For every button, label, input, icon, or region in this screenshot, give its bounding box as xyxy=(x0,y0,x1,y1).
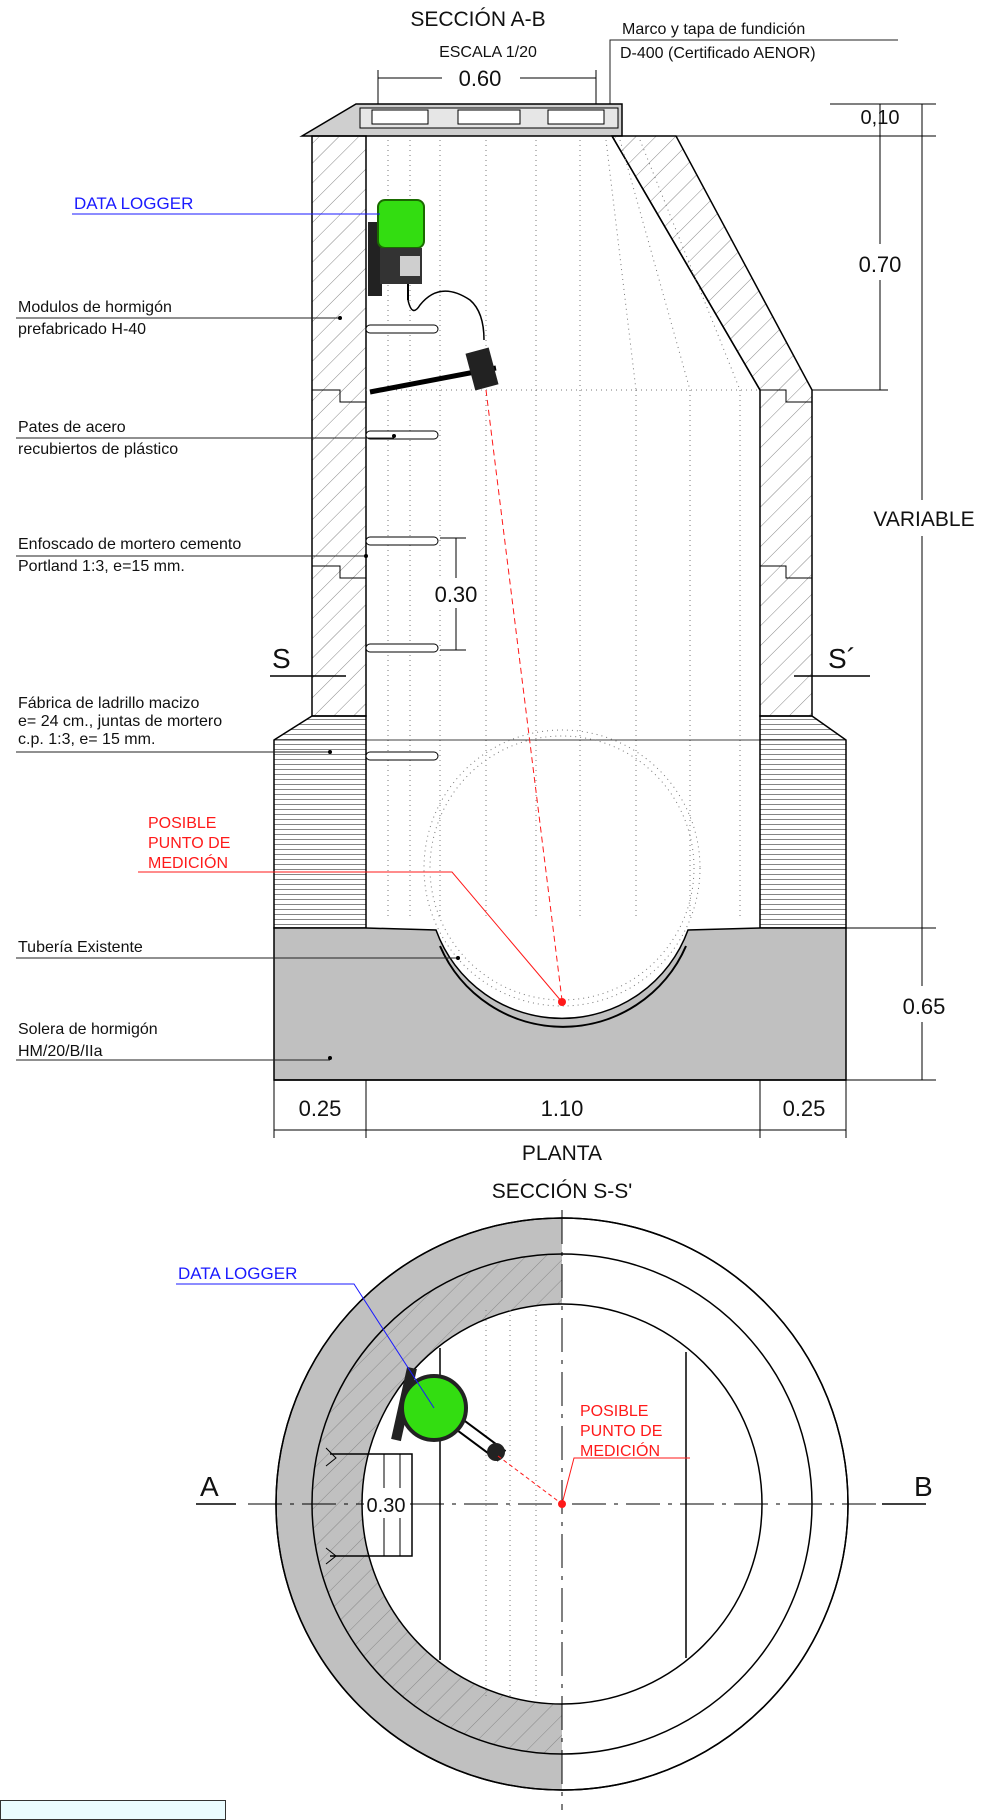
brick-wall-right xyxy=(759,715,847,929)
right-conical-wall xyxy=(610,135,813,717)
label-pates-line1: Pates de acero xyxy=(18,419,126,436)
sensor-beam xyxy=(485,389,563,1001)
plan-steps: 0.30 xyxy=(325,1447,413,1565)
label-pates-line2: recubiertos de plástico xyxy=(18,441,178,458)
dimension-cone-height: 0.70 xyxy=(859,252,902,277)
label-fabrica-line2: e= 24 cm., juntas de mortero xyxy=(18,713,222,730)
measurement-label-line2: PUNTO DE xyxy=(148,835,230,852)
label-enfoscado-line2: Portland 1:3, e=15 mm. xyxy=(18,558,185,575)
dimension-bottom-chain: 0.25 1.10 0.25 xyxy=(273,1080,847,1138)
measurement-point-leader xyxy=(138,871,563,1003)
sensor-cable xyxy=(407,290,485,341)
section-ab: SECCIÓN A-B ESCALA 1/20 Marco y tapa de … xyxy=(16,8,986,1138)
cut-line-s: S S´ xyxy=(270,643,870,677)
data-logger-label: DATA LOGGER xyxy=(74,194,193,213)
label-tuberia: Tubería Existente xyxy=(18,939,143,956)
cut-label-right: S´ xyxy=(828,643,856,674)
plan-label-a: A xyxy=(200,1471,219,1502)
steel-steps xyxy=(365,324,439,761)
label-fabrica-line3: c.p. 1:3, e= 15 mm. xyxy=(18,731,155,748)
dimension-frame-width-label: 0.60 xyxy=(459,66,502,91)
plan-data-logger-label: DATA LOGGER xyxy=(178,1264,297,1283)
legend-box xyxy=(0,1800,226,1820)
brick-wall-left xyxy=(273,715,367,929)
label-fabrica-line1: Fábrica de ladrillo macizo xyxy=(18,695,200,712)
label-modulos-line2: prefabricado H-40 xyxy=(18,321,146,338)
label-solera-line2: HM/20/B/IIa xyxy=(18,1043,103,1060)
section-ab-scale: ESCALA 1/20 xyxy=(439,44,537,61)
dimension-frame-width: 0.60 xyxy=(377,64,597,112)
frame-and-lid xyxy=(299,103,623,137)
plan-label-b: B xyxy=(914,1471,933,1502)
frame-label-leader xyxy=(609,39,898,104)
section-ab-title: SECCIÓN A-B xyxy=(410,8,545,31)
dimension-step-spacing: 0.30 xyxy=(432,537,482,651)
dimension-right-chain: 0.70 0,10 VARIABLE 0.65 xyxy=(676,103,986,1081)
module-joints xyxy=(312,389,812,579)
plan-measurement-line1: POSIBLE xyxy=(580,1403,648,1420)
dimension-step-spacing-label: 0.30 xyxy=(435,582,478,607)
label-enfoscado-line1: Enfoscado de mortero cemento xyxy=(18,536,241,553)
plan-data-logger xyxy=(391,1366,507,1462)
plan-step-spacing-label: 0.30 xyxy=(367,1495,406,1517)
plan-measurement-line2: PUNTO DE xyxy=(580,1423,662,1440)
plan-measurement-leader xyxy=(561,1457,690,1505)
plan-section-ss: PLANTA SECCIÓN S-S' A B xyxy=(176,1142,933,1810)
plan-sensor-beam xyxy=(497,1455,563,1505)
dimension-variable: VARIABLE xyxy=(873,508,974,531)
measurement-label-line1: POSIBLE xyxy=(148,815,216,832)
component-labels: Modulos de hormigón prefabricado H-40 Pa… xyxy=(16,299,460,1061)
plan-subtitle: SECCIÓN S-S' xyxy=(492,1180,633,1203)
data-logger-device xyxy=(368,199,425,300)
plan-title: PLANTA xyxy=(522,1142,602,1165)
plan-measurement-line3: MEDICIÓN xyxy=(580,1441,660,1460)
measurement-label-line3: MEDICIÓN xyxy=(148,853,228,872)
dimension-interior-width: 1.10 xyxy=(541,1096,584,1121)
left-wall-modules xyxy=(311,135,367,717)
label-modulos-line1: Modulos de hormigón xyxy=(18,299,172,316)
dimension-right-wall: 0.25 xyxy=(783,1096,826,1121)
dimension-left-wall: 0.25 xyxy=(299,1096,342,1121)
sensor-icon xyxy=(465,347,499,391)
frame-label-line2: D-400 (Certificado AENOR) xyxy=(620,45,816,62)
label-solera-line1: Solera de hormigón xyxy=(18,1021,158,1038)
dimension-base-height: 0.65 xyxy=(903,994,946,1019)
frame-label-line1: Marco y tapa de fundición xyxy=(622,21,805,38)
cut-label-left: S xyxy=(272,643,291,674)
plan-data-logger-leader xyxy=(176,1283,435,1409)
existing-pipe-outline xyxy=(423,729,701,1007)
concrete-base-slab xyxy=(273,927,847,1081)
dimension-frame-height: 0,10 xyxy=(861,107,900,129)
